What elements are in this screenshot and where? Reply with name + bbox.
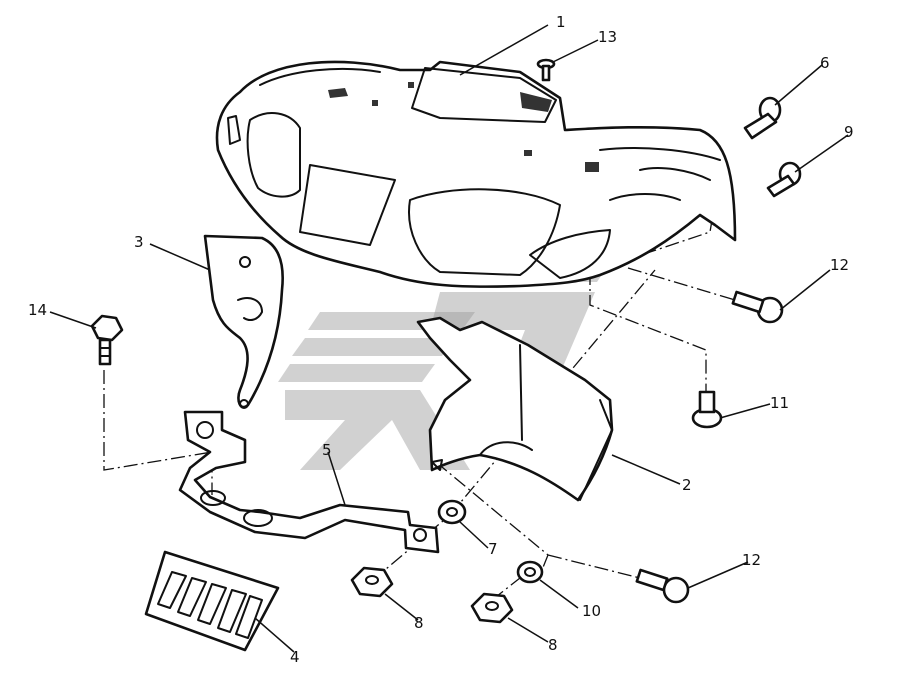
bracket-part-5 [178, 410, 440, 554]
callout-14: 14 [28, 301, 47, 319]
leader-lines [49, 24, 849, 653]
callout-12-lower: 12 [742, 551, 761, 569]
inner-panel-part-2 [416, 316, 614, 502]
vent-grille-part-4 [144, 550, 280, 652]
nut-8-right-icon [470, 592, 514, 624]
nut-8-left-icon [350, 566, 394, 598]
callout-2: 2 [682, 476, 692, 494]
bolt-6-icon [743, 96, 782, 140]
callout-10: 10 [582, 602, 601, 620]
bolt-11-icon [691, 390, 723, 429]
callout-labels: 1 13 6 9 3 12 14 11 5 2 7 12 8 10 4 8 [28, 13, 854, 666]
front-fender-part-1 [215, 60, 737, 288]
bolt-9-icon [766, 161, 802, 198]
callout-13: 13 [598, 28, 617, 46]
side-panel-part-3 [203, 234, 284, 409]
callout-12-upper: 12 [830, 256, 849, 274]
callout-11: 11 [770, 394, 789, 412]
washer-7-icon [437, 499, 467, 525]
screw-13-icon [536, 58, 556, 82]
callout-6: 6 [820, 54, 830, 72]
callout-3: 3 [134, 233, 144, 251]
callout-8-right: 8 [548, 636, 558, 654]
washer-10-icon [516, 560, 544, 584]
callout-8-left: 8 [414, 614, 424, 632]
bolt-12-lower-icon [635, 568, 690, 604]
callout-1: 1 [556, 13, 566, 31]
callout-7: 7 [488, 540, 498, 558]
callout-9: 9 [844, 123, 854, 141]
callout-5: 5 [322, 441, 332, 459]
bolt-14-icon [90, 314, 124, 366]
bolt-12-upper-icon [731, 290, 784, 324]
callout-4: 4 [290, 648, 300, 666]
